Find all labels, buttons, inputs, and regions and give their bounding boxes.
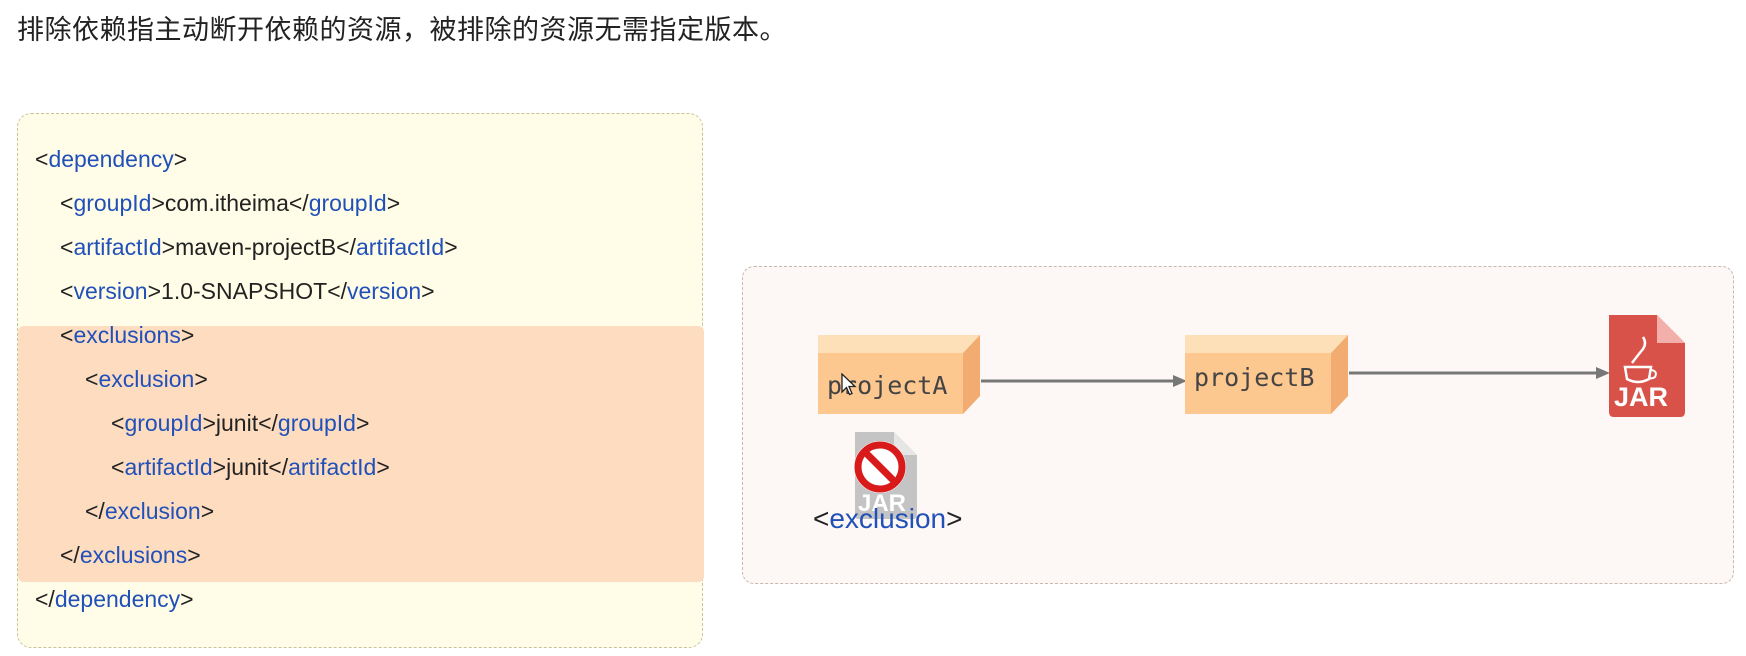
excl-groupid-value: junit [215,410,259,436]
code-line-dependency-open: <dependency> [35,146,188,172]
tag-name: exclusions [79,542,188,568]
excluded-jar-label: JAR [858,490,906,517]
code-line-exclusion-close: </exclusion> [85,498,215,524]
groupid-value: com.itheima [164,190,289,216]
code-line-exclusion-open: <exclusion> [85,366,208,392]
tag-name: dependency [54,586,181,612]
tag-name: exclusion [104,498,201,524]
artifactid-value: maven-projectB [175,234,337,260]
code-line-exclusions-close: </exclusions> [60,542,201,568]
exclusions-highlight [18,326,704,582]
code-panel: <dependency> <groupId>com.itheima</group… [17,113,704,648]
tag-name: artifactId [288,454,377,480]
tag-name: artifactId [356,234,445,260]
excl-artifactid-value: junit [226,454,269,480]
tag-name: artifactId [124,454,213,480]
tag-name: groupId [277,410,356,436]
prohibited-icon [854,441,906,493]
project-b-label: projectB [1194,363,1314,392]
mouse-cursor-icon [841,373,857,396]
diagram-canvas: projectA projectB JAR [818,315,1685,519]
version-value: 1.0-SNAPSHOT [161,278,328,304]
tag-name: groupId [124,410,203,436]
tag-name: version [347,278,422,304]
code-line-excl-artifactid: <artifactId>junit</artifactId> [111,454,390,480]
project-b-node: projectB [1185,335,1348,414]
tag-name: exclusions [73,322,181,348]
exclusion-tag-label: <exclusion> [813,503,963,534]
code-line-excl-groupid: <groupId>junit</groupId> [111,410,370,436]
code-line-version: <version>1.0-SNAPSHOT</version> [60,278,435,304]
tag-name: exclusion [829,503,947,534]
dependency-diagram: projectA projectB JAR [742,266,1734,584]
tag-name: groupId [73,190,152,216]
code-line-exclusions-open: <exclusions> [60,322,195,348]
tag-name: groupId [308,190,387,216]
tag-name: artifactId [73,234,162,260]
code-line-dependency-close: </dependency> [35,586,194,612]
code-line-groupid: <groupId>com.itheima</groupId> [60,190,401,216]
arrow-b-to-jar [1349,367,1610,379]
tag-name: version [73,278,148,304]
arrow-a-to-b [981,375,1187,387]
jar-label: JAR [1614,382,1668,412]
description-text: 排除依赖指主动断开依赖的资源，被排除的资源无需指定版本。 [17,15,787,46]
tag-name: dependency [48,146,174,172]
jar-file-icon: JAR [1609,315,1685,417]
tag-name: exclusion [98,366,195,392]
code-line-artifactid: <artifactId>maven-projectB</artifactId> [60,234,458,260]
